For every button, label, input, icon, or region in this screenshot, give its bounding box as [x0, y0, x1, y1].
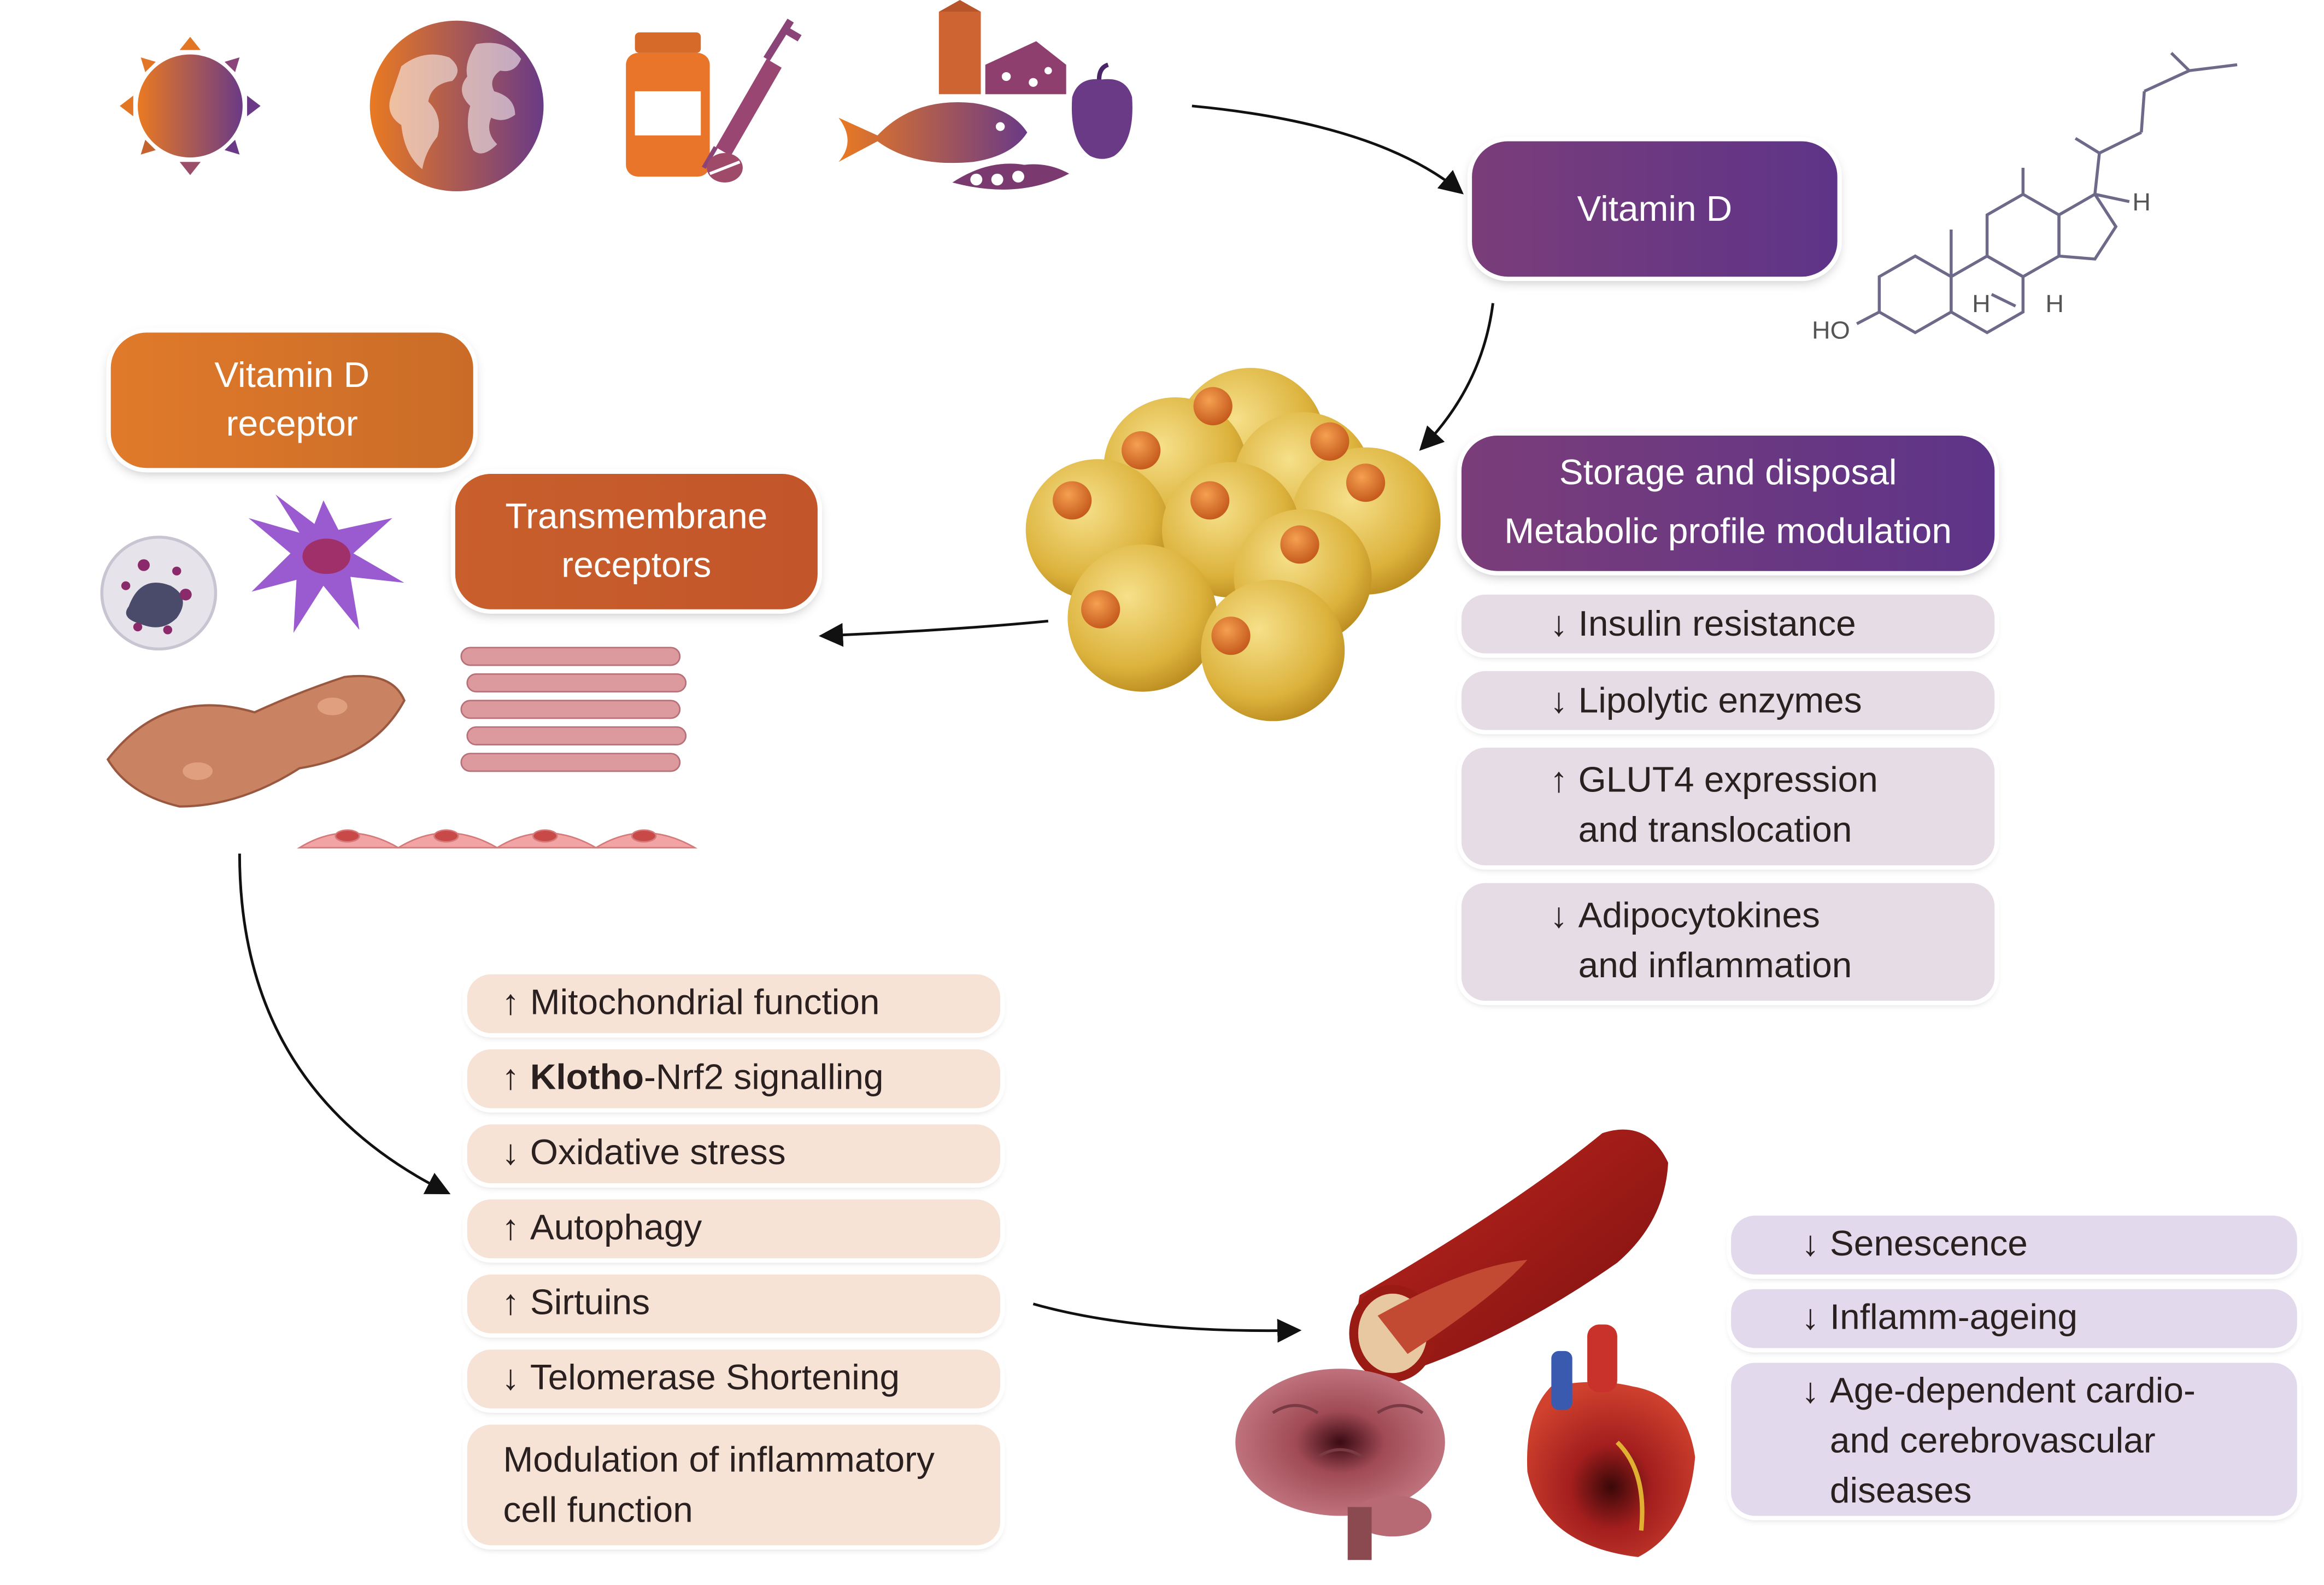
- structure-ho-label: HO: [1812, 316, 1850, 344]
- klotho-term: Klotho: [530, 1058, 644, 1098]
- effect-text: Adipocytokines: [1578, 896, 1820, 936]
- pea-pod-icon: [952, 163, 1070, 190]
- adipocyte-cluster: [1025, 368, 1441, 721]
- vdr-line-2: receptor: [226, 404, 358, 445]
- flow-arrow: [1419, 303, 1494, 451]
- effect-text: Insulin resistance: [1578, 604, 1856, 645]
- outcome-text: Inflamm-ageing: [1829, 1298, 2078, 1338]
- effect-text: Oxidative stress: [530, 1133, 786, 1173]
- cheese-icon: [985, 41, 1066, 95]
- effect-text: cell function: [503, 1490, 693, 1531]
- effect-text: GLUT4 expression: [1578, 761, 1878, 801]
- vitamin-d-label: Vitamin D: [1577, 189, 1733, 229]
- effect-text: Lipolytic enzymes: [1578, 681, 1862, 721]
- list-item: ↓ Insulin resistance: [1461, 594, 1995, 654]
- dendritic-cell: [248, 494, 404, 633]
- flow-arrow: [1192, 104, 1464, 195]
- smooth-muscle-cell: [106, 674, 406, 808]
- pepper-icon: [1071, 62, 1132, 159]
- decrease-arrow-icon: ↓: [1801, 1371, 1820, 1412]
- effect-text: Modulation of inflammatory: [503, 1441, 935, 1481]
- sun-icon: [120, 37, 261, 175]
- decrease-arrow-icon: ↓: [1550, 604, 1568, 645]
- outcome-text: and cerebrovascular: [1829, 1422, 2156, 1461]
- cholesterol-structure: [1856, 52, 2238, 334]
- neutrophil-cell: [100, 536, 218, 651]
- list-item: ↓ Lipolytic enzymes: [1461, 671, 1995, 730]
- list-item: Modulation of inflammatory cell function: [467, 1424, 1001, 1546]
- decrease-arrow-icon: ↓: [1550, 681, 1568, 721]
- list-item: ↓ Adipocytokines and inflammation: [1461, 883, 1995, 1001]
- transmembrane-line-2: receptors: [561, 545, 712, 586]
- list-item: ↓ Oxidative stress: [467, 1124, 1001, 1183]
- effect-text: Sirtuins: [530, 1283, 650, 1323]
- list-item: ↑ GLUT4 expression and translocation: [1461, 747, 1995, 866]
- increase-arrow-icon: ↑: [501, 1058, 520, 1098]
- storage-line-1: Storage and disposal: [1559, 453, 1897, 494]
- flow-arrow: [818, 619, 1049, 647]
- decrease-arrow-icon: ↓: [501, 1358, 520, 1399]
- decrease-arrow-icon: ↓: [501, 1133, 520, 1173]
- list-item: ↓ Age-dependent cardio- and cerebrovascu…: [1731, 1363, 2297, 1516]
- supplement-bottle-icon: [626, 32, 710, 177]
- decrease-arrow-icon: ↓: [1550, 896, 1568, 936]
- list-item: ↑ Autophagy: [467, 1199, 1001, 1259]
- cardiomyocyte-network: [460, 647, 687, 772]
- flow-arrow: [238, 853, 451, 1195]
- decrease-arrow-icon: ↓: [1801, 1224, 1820, 1265]
- increase-arrow-icon: ↑: [501, 983, 520, 1023]
- list-item: ↓ Inflamm-ageing: [1731, 1289, 2297, 1348]
- brain: [1235, 1369, 1445, 1560]
- structure-h-label: H: [1972, 289, 1991, 318]
- vdr-line-1: Vitamin D: [214, 356, 370, 396]
- outcome-text: diseases: [1829, 1471, 1972, 1512]
- increase-arrow-icon: ↑: [501, 1283, 520, 1323]
- increase-arrow-icon: ↑: [501, 1208, 520, 1248]
- structure-h-label: H: [2132, 187, 2151, 216]
- outcome-text: Age-dependent cardio-: [1829, 1371, 2196, 1412]
- globe-icon: [369, 20, 544, 192]
- effect-text: Autophagy: [530, 1208, 702, 1248]
- effect-text: Telomerase Shortening: [530, 1358, 900, 1399]
- heart: [1527, 1324, 1695, 1557]
- syringe-icon: [702, 19, 802, 169]
- blood-vessel: [1349, 1129, 1669, 1382]
- milk-carton-icon: [938, 0, 981, 95]
- effect-text: and inflammation: [1578, 946, 1852, 987]
- effect-text: and translocation: [1578, 811, 1852, 851]
- pill-icon: [707, 153, 743, 183]
- effect-text: Mitochondrial function: [530, 983, 880, 1023]
- structure-h-label: H: [2045, 289, 2064, 318]
- fish-icon: [838, 102, 1028, 163]
- list-item: ↑ Sirtuins: [467, 1274, 1001, 1334]
- effect-text: -Nrf2 signalling: [644, 1058, 884, 1098]
- list-item: ↓ Senescence: [1731, 1216, 2297, 1275]
- list-item: ↓ Telomerase Shortening: [467, 1349, 1001, 1408]
- flow-arrow: [1032, 1302, 1302, 1343]
- list-item: ↑ Klotho-Nrf2 signalling: [467, 1049, 1001, 1108]
- transmembrane-line-1: Transmembrane: [505, 497, 768, 537]
- decrease-arrow-icon: ↓: [1801, 1298, 1820, 1338]
- storage-line-2: Metabolic profile modulation: [1504, 512, 1952, 552]
- list-item: ↑ Mitochondrial function: [467, 974, 1001, 1034]
- endothelial-cells: [297, 829, 698, 849]
- transmembrane-receptors-box: Transmembrane receptors: [455, 474, 818, 609]
- storage-disposal-box: Storage and disposal Metabolic profile m…: [1461, 436, 1995, 571]
- increase-arrow-icon: ↑: [1550, 761, 1568, 801]
- vitamin-d-receptor-box: Vitamin D receptor: [110, 332, 473, 468]
- outcome-text: Senescence: [1829, 1224, 2028, 1265]
- vitamin-d-box: Vitamin D: [1472, 141, 1838, 277]
